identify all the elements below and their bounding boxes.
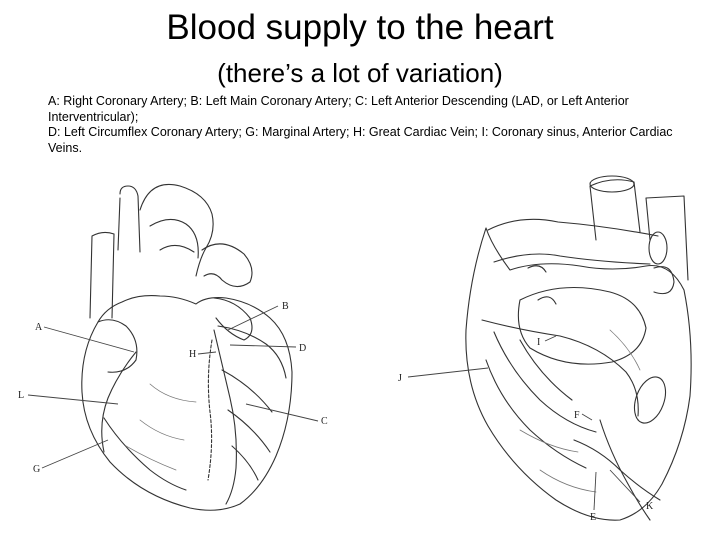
superior-vessel-opening [589,175,635,193]
label-e: E [590,512,596,523]
anterior-leader-lines [27,305,319,469]
posterior-branches [485,331,597,469]
coronary-sinus [481,319,639,417]
slide-subtitle: (there’s a lot of variation) [217,58,503,88]
right-auricle [97,319,138,373]
anterior-heart-outline [81,295,293,511]
lad-artery [213,329,237,505]
posterior-shading [519,329,641,493]
legend-line-2: D: Left Circumflex Coronary Artery; G: M… [48,125,673,155]
superior-vena-cava [89,231,115,319]
marginal-artery [103,417,187,491]
left-atrium [517,286,647,365]
label-k: K [646,501,654,512]
anterior-heart-drawing [81,183,293,511]
left-auricle [213,297,253,341]
posterior-interventricular [599,419,651,521]
pulmonary-veins [527,265,675,305]
lad-branch [221,369,273,481]
posterior-labels: J I F K E [398,337,654,523]
posterior-heart-drawing [465,175,692,521]
label-j: J [398,373,402,384]
label-i: I [537,337,540,348]
pulmonary-trunk [149,218,199,259]
great-cardiac-vein [207,339,213,481]
label-g: G [33,464,40,475]
slide-title: Blood supply to the heart [166,8,554,47]
right-vessel-tube [645,195,689,281]
label-d: D [299,343,306,354]
label-a: A [35,322,43,333]
posterior-heart-outline [465,227,692,521]
aorta [117,185,141,253]
label-h: H [189,349,196,360]
circumflex-posterior [573,439,661,501]
label-f: F [574,410,580,421]
anterior-shading [125,383,197,471]
label-b: B [282,301,289,312]
label-c: C [321,416,328,427]
pulmonary-opening [648,231,668,265]
transverse-pulmonary-artery [487,218,659,265]
pulmonary-artery [201,243,253,288]
circumflex-artery [217,325,287,379]
legend-line-1: A: Right Coronary Artery; B: Left Main C… [48,94,629,124]
label-l: L [18,390,24,401]
anterior-labels: A B C D G H L [18,301,328,475]
legend-text: A: Right Coronary Artery; B: Left Main C… [48,94,678,156]
aortic-arch [139,183,214,277]
inferior-vena-cava-opening [633,376,667,424]
right-coronary-artery [101,351,137,453]
posterior-leader-lines [407,335,641,511]
